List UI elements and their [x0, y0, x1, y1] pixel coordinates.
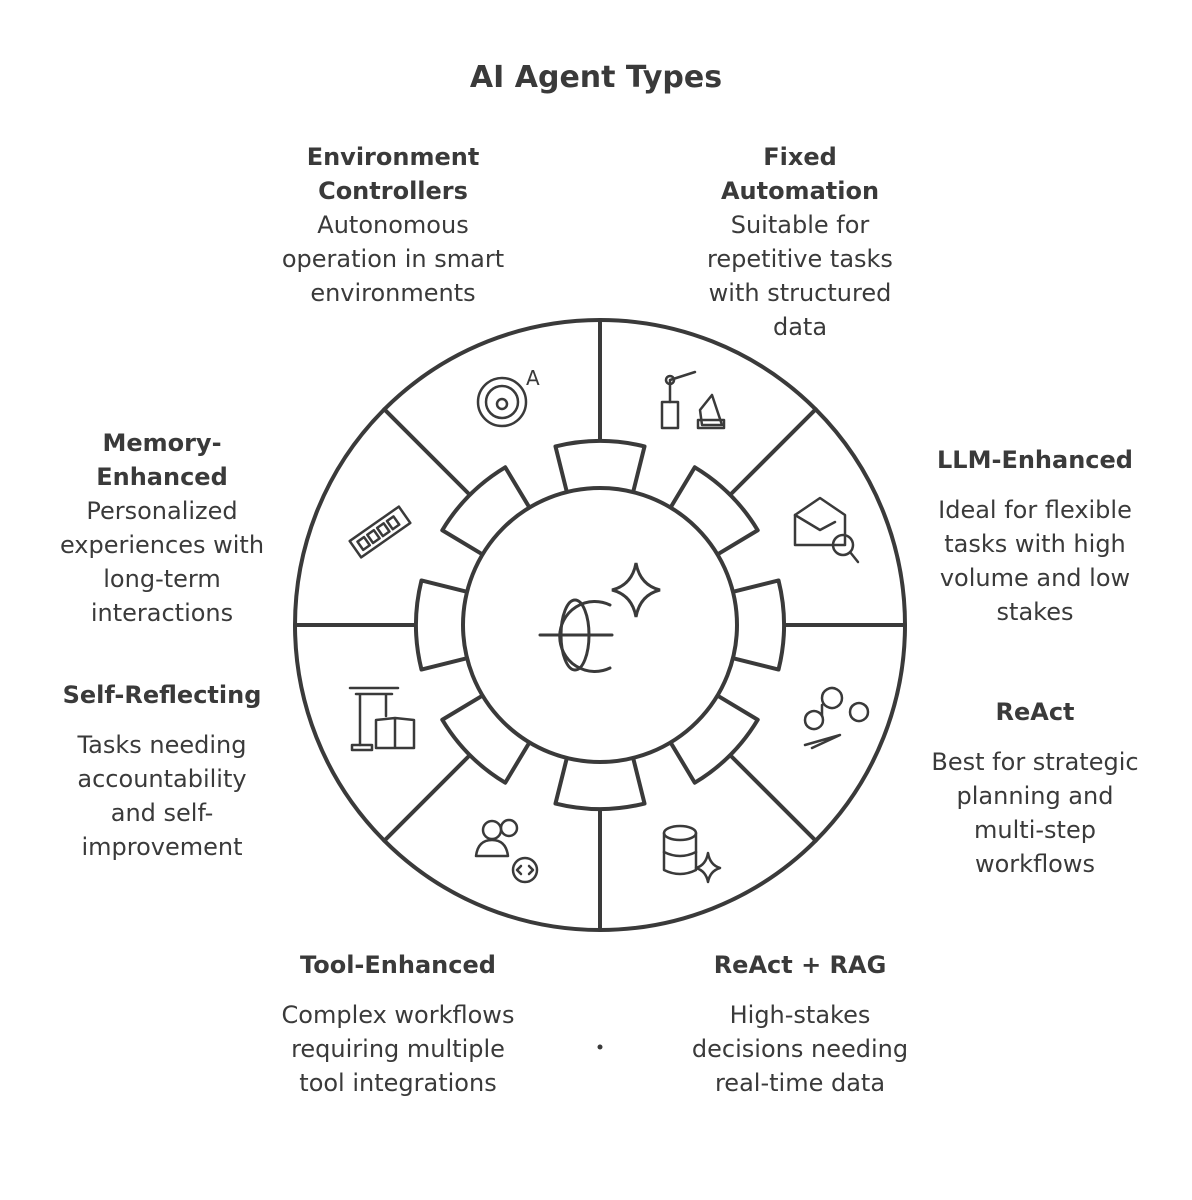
spoke-divider	[382, 407, 471, 496]
segment-description: Autonomous operation in smart environmen…	[281, 211, 505, 307]
label-memory-enhanced: Memory-Enhanced Personalized experiences…	[32, 426, 292, 630]
stray-dot	[597, 1044, 603, 1050]
label-react: ReAct Best for strategic planning and mu…	[930, 695, 1140, 881]
label-fixed-automation: Fixed Automation Suitable for repetitive…	[680, 140, 920, 344]
users-code-icon	[474, 818, 539, 884]
segment-title: Environment Controllers	[306, 143, 480, 205]
memory-chip-icon	[348, 505, 412, 559]
segment-title: ReAct	[995, 698, 1075, 726]
segment-description: High-stakes decisions needing real-time …	[691, 1001, 909, 1097]
segment-title: LLM-Enhanced	[937, 446, 1133, 474]
segment-title: Fixed Automation	[720, 143, 880, 205]
label-llm-enhanced: LLM-Enhanced Ideal for flexible tasks wi…	[910, 443, 1160, 629]
gear-tooth	[668, 693, 760, 785]
center-hub	[461, 486, 739, 764]
gear-tooth	[668, 465, 760, 557]
database-sparkle-icon	[662, 824, 722, 884]
segment-description: Best for strategic planning and multi-st…	[931, 748, 1139, 878]
map-pins-route-icon	[803, 686, 870, 750]
label-environment-controllers: Environment Controllers Autonomous opera…	[263, 140, 523, 310]
segment-title: ReAct + RAG	[713, 951, 887, 979]
segment-title: Memory-Enhanced	[96, 429, 228, 491]
envelope-search-icon	[793, 496, 860, 564]
label-self-reflecting: Self-Reflecting Tasks needing accountabi…	[42, 678, 282, 864]
segment-description: Complex workflows requiring multiple too…	[281, 1001, 515, 1097]
label-react-rag: ReAct + RAG High-stakes decisions needin…	[690, 948, 910, 1100]
segment-title: Self-Reflecting	[62, 681, 262, 709]
segment-title: Tool-Enhanced	[300, 951, 496, 979]
robot-arm-icon	[660, 370, 726, 430]
gear-tooth	[440, 693, 532, 785]
gear-tooth	[730, 578, 786, 672]
gear-tooth	[414, 578, 470, 672]
segment-description: Ideal for flexible tasks with high volum…	[938, 496, 1132, 626]
segment-description: Tasks needing accountability and self-im…	[77, 731, 247, 861]
segment-description: Suitable for repetitive tasks with struc…	[707, 211, 893, 341]
pillar-book-icon	[348, 686, 416, 752]
gear-tooth	[553, 755, 647, 811]
label-tool-enhanced: Tool-Enhanced Complex workflows requirin…	[278, 948, 518, 1100]
diagram-title: AI Agent Types	[469, 60, 723, 95]
steering-wheel-auto-icon: A	[476, 366, 540, 428]
gear-tooth	[553, 439, 647, 495]
spoke-divider	[729, 407, 818, 496]
segment-description: Personalized experiences with long-term …	[59, 497, 265, 627]
gear-tooth	[440, 465, 532, 557]
svg-text:A: A	[526, 366, 540, 390]
globe-sparkle-icon	[538, 562, 661, 673]
spoke-divider	[729, 754, 818, 843]
spoke-divider	[382, 754, 471, 843]
